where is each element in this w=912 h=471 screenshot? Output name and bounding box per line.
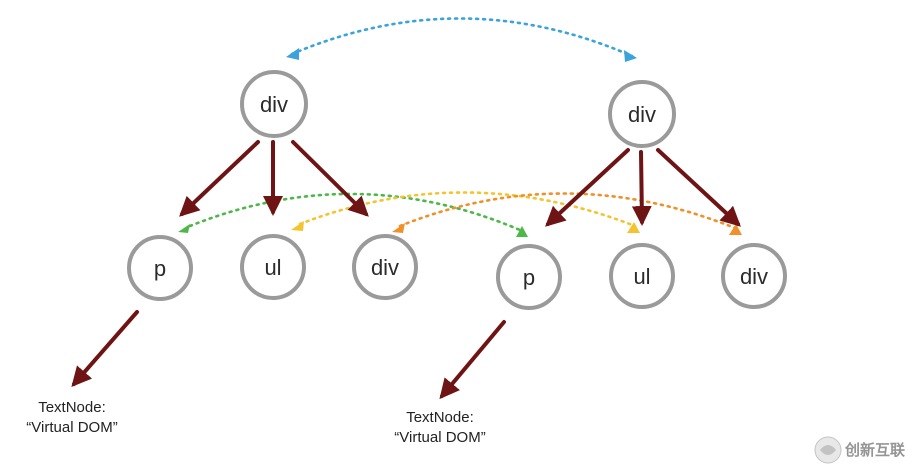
compare-link-p (188, 192, 522, 232)
node-right-div: div (721, 243, 787, 309)
compare-arrow-ul-right (627, 222, 640, 233)
edge-left-p-text (71, 310, 139, 388)
node-left-p: p (127, 235, 193, 301)
node-circle-right-ul (609, 243, 675, 309)
compare-arrow-div-left (392, 223, 405, 233)
edge-right-root-div (656, 148, 741, 227)
compare-link-ul (298, 191, 637, 228)
node-right-ul: ul (609, 243, 675, 309)
edge-left-root-div (291, 140, 369, 217)
text-node-left-line1: TextNode: (38, 399, 106, 416)
node-right-root: div (608, 80, 676, 148)
node-circle-left-p (127, 235, 193, 301)
node-circle-left-root (240, 70, 308, 138)
compare-link-div (398, 192, 737, 230)
compare-arrow-p-left (178, 224, 190, 233)
edge-right-p-text (439, 320, 506, 400)
node-left-div: div (352, 234, 418, 300)
compare-arrow-div-right (729, 224, 742, 235)
text-node-labels: TextNode: “Virtual DOM” TextNode: “Virtu… (26, 399, 485, 446)
node-label-left-root: div (260, 92, 288, 117)
compare-arrow-ul-left (291, 221, 304, 231)
text-node-right-line1: TextNode: (406, 409, 474, 426)
node-circle-left-div (352, 234, 418, 300)
edge-right-root-p (545, 148, 630, 227)
tree-edges (71, 140, 741, 400)
edge-left-root-p (179, 140, 260, 217)
node-circle-right-div (721, 243, 787, 309)
node-left-root: div (240, 70, 308, 138)
tree-nodes: div p ul div div p ul div (127, 70, 787, 310)
node-circle-left-ul (240, 234, 306, 300)
node-label-left-div: div (371, 255, 399, 280)
node-label-left-ul: ul (264, 255, 281, 280)
compare-link-root (290, 17, 634, 58)
node-left-ul: ul (240, 234, 306, 300)
text-node-right-line2: “Virtual DOM” (394, 429, 485, 446)
node-label-left-p: p (154, 256, 166, 281)
node-right-p: p (496, 244, 562, 310)
edge-right-root-ul (631, 150, 652, 226)
compare-arrow-root-right (624, 50, 637, 62)
text-node-left-line2: “Virtual DOM” (26, 419, 117, 436)
comparison-links (178, 17, 742, 237)
node-label-right-root: div (628, 102, 656, 127)
compare-arrow-root-left (286, 48, 299, 60)
compare-arrow-p-right (516, 226, 528, 237)
node-label-right-div: div (740, 264, 768, 289)
watermark: 创新互联 (814, 436, 906, 464)
node-label-right-ul: ul (633, 264, 650, 289)
node-label-right-p: p (523, 265, 535, 290)
watermark-logo-mark (820, 445, 836, 455)
watermark-text: 创新互联 (844, 441, 906, 459)
node-circle-right-root (608, 80, 676, 148)
node-circle-right-p (496, 244, 562, 310)
